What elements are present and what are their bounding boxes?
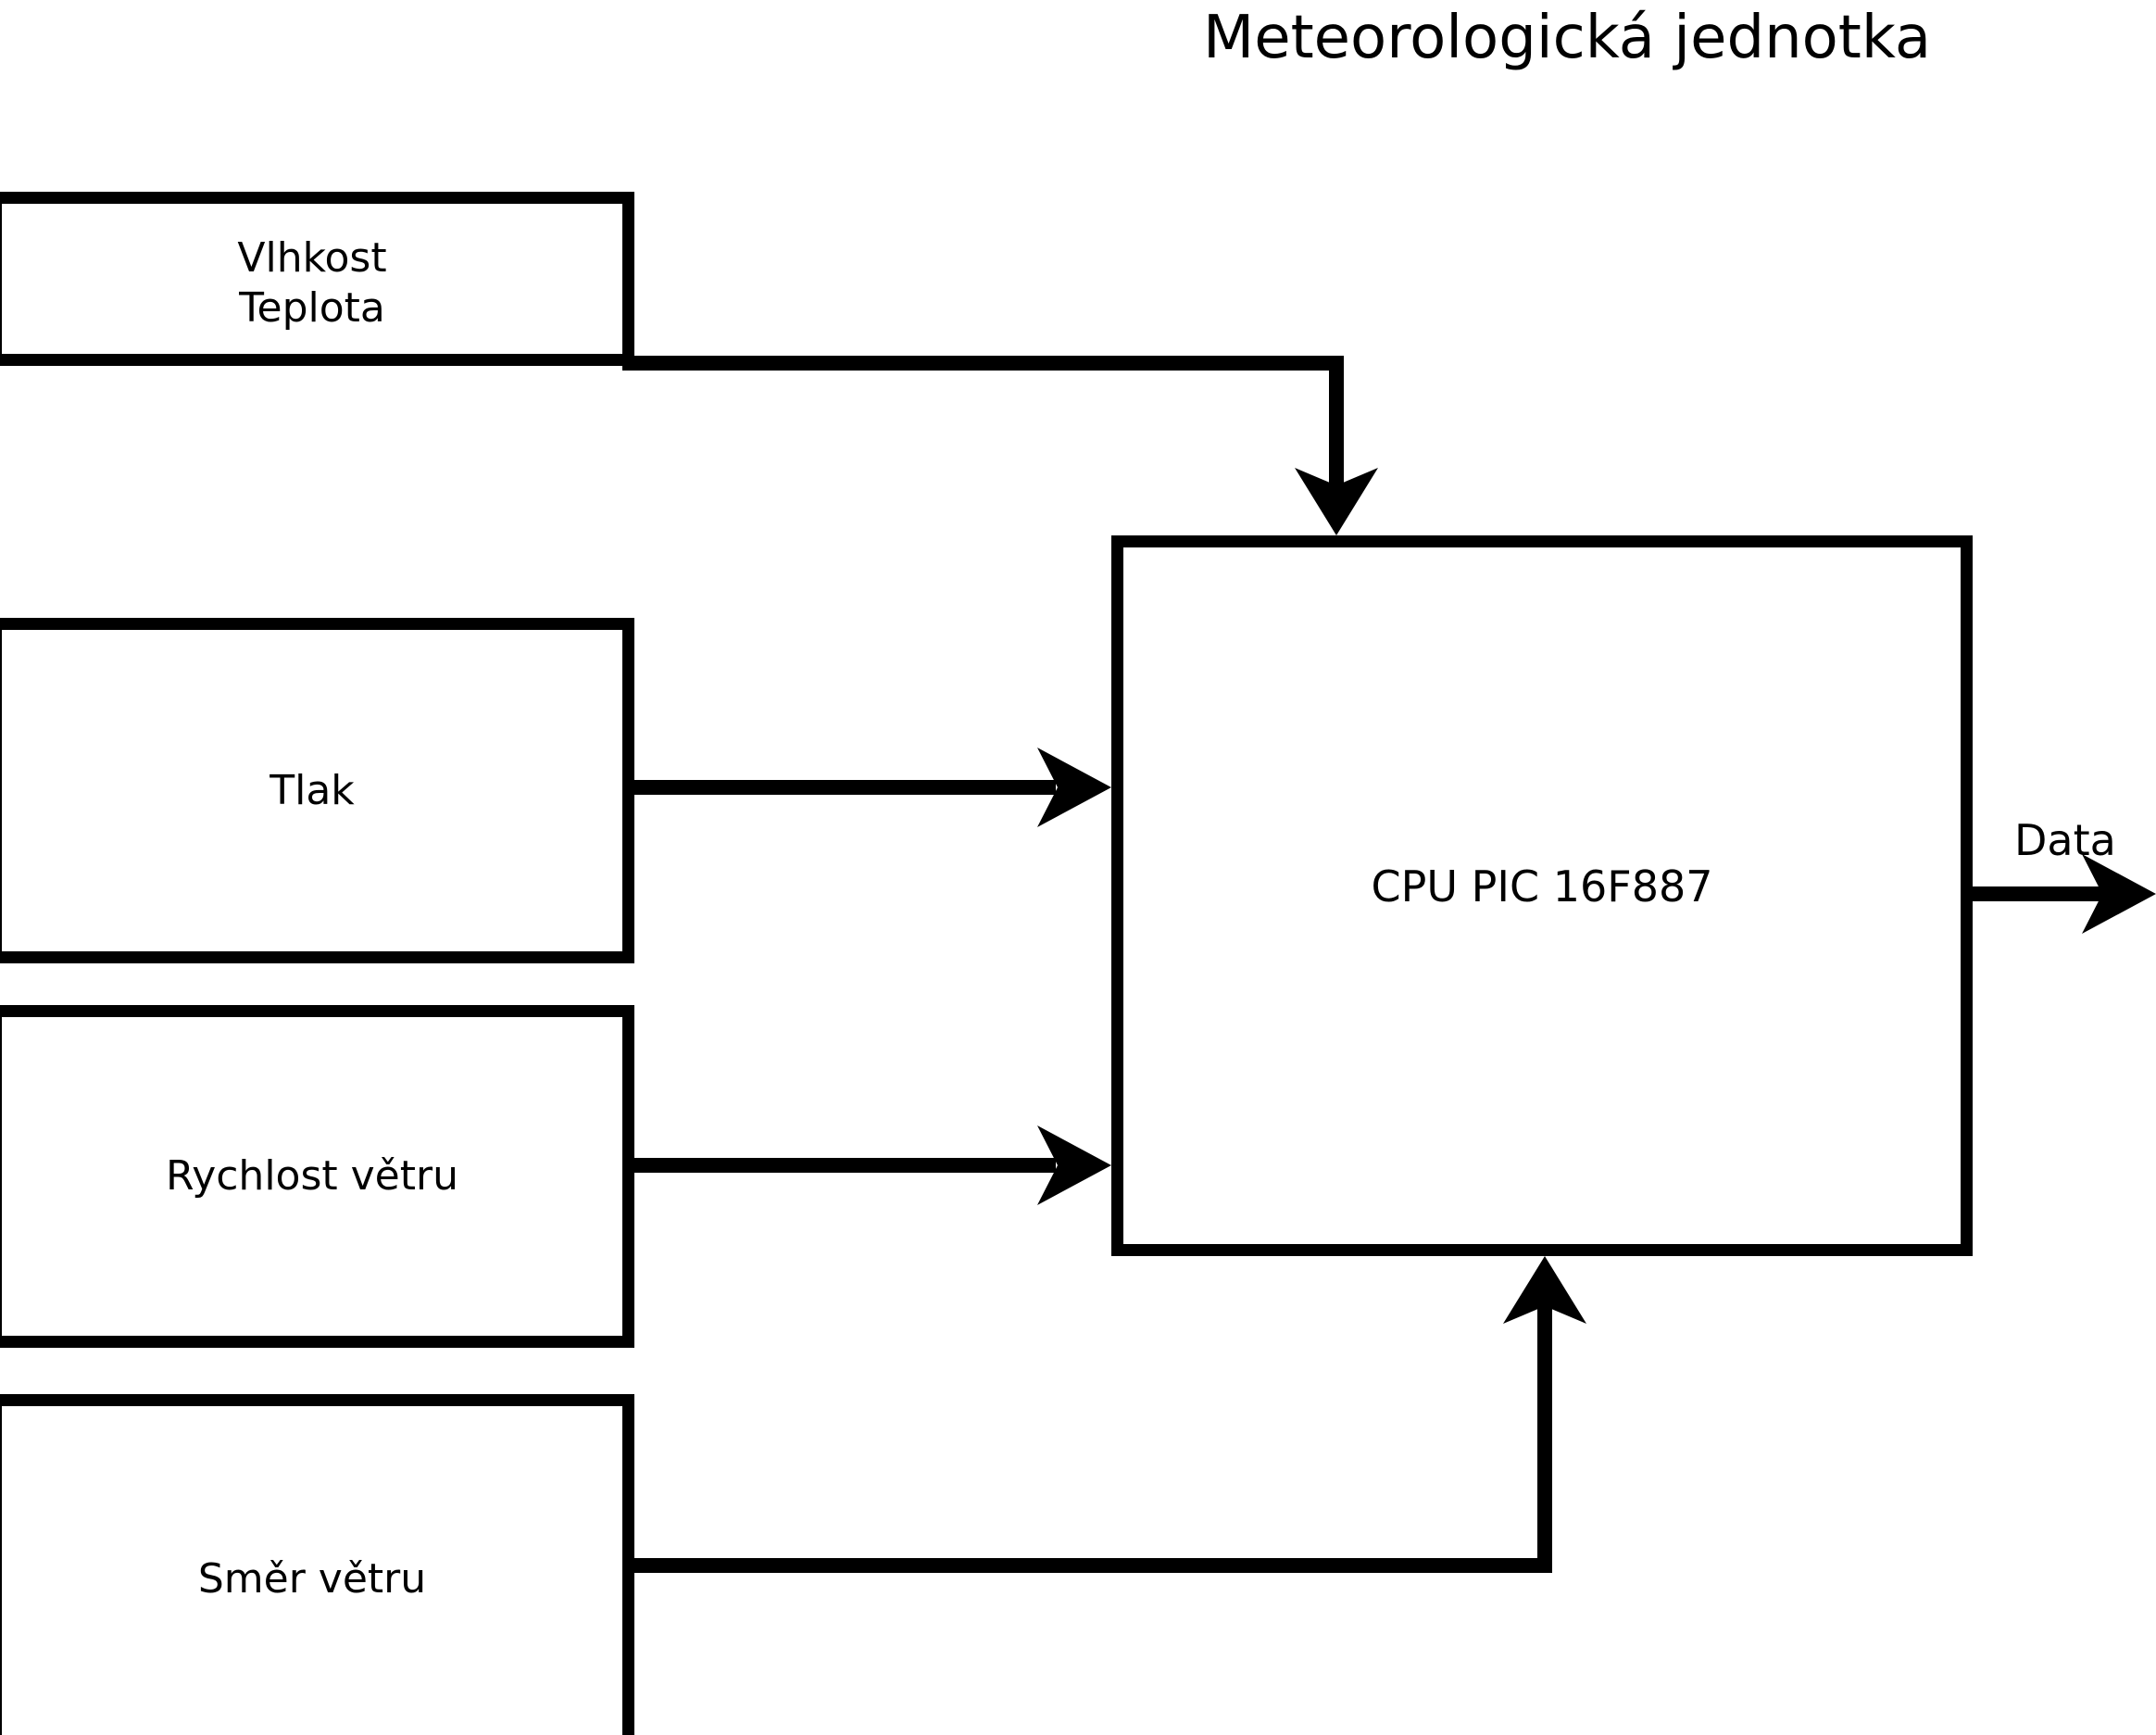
node-wind-speed-label: Rychlost větru bbox=[166, 1152, 458, 1201]
edge-humidity-temp-to-cpu bbox=[622, 356, 1378, 535]
node-humidity-temperature[interactable]: Vlhkost Teplota bbox=[0, 192, 634, 366]
node-wind-direction-label: Směr větru bbox=[197, 1555, 427, 1603]
node-pressure-label: Tlak bbox=[270, 766, 355, 814]
node-humidity-temperature-label: Vlhkost Teplota bbox=[237, 234, 387, 332]
diagram-title: Meteorologická jednotka bbox=[0, 4, 2156, 72]
node-cpu[interactable]: CPU PIC 16F887 bbox=[1111, 535, 1973, 1256]
diagram-title-text: Meteorologická jednotka bbox=[1202, 4, 1932, 72]
edge-wind-speed-to-cpu bbox=[622, 1125, 1111, 1205]
node-wind-direction[interactable]: Směr větru bbox=[0, 1394, 634, 1735]
edge-label-data: Data bbox=[2014, 815, 2116, 865]
node-cpu-label: CPU PIC 16F887 bbox=[1371, 861, 1713, 912]
edge-cpu-to-data-out bbox=[1965, 854, 2156, 934]
node-pressure[interactable]: Tlak bbox=[0, 618, 634, 963]
node-wind-speed[interactable]: Rychlost větru bbox=[0, 1005, 634, 1348]
edge-pressure-to-cpu bbox=[622, 748, 1111, 827]
edge-wind-direction-to-cpu bbox=[622, 1256, 1586, 1573]
